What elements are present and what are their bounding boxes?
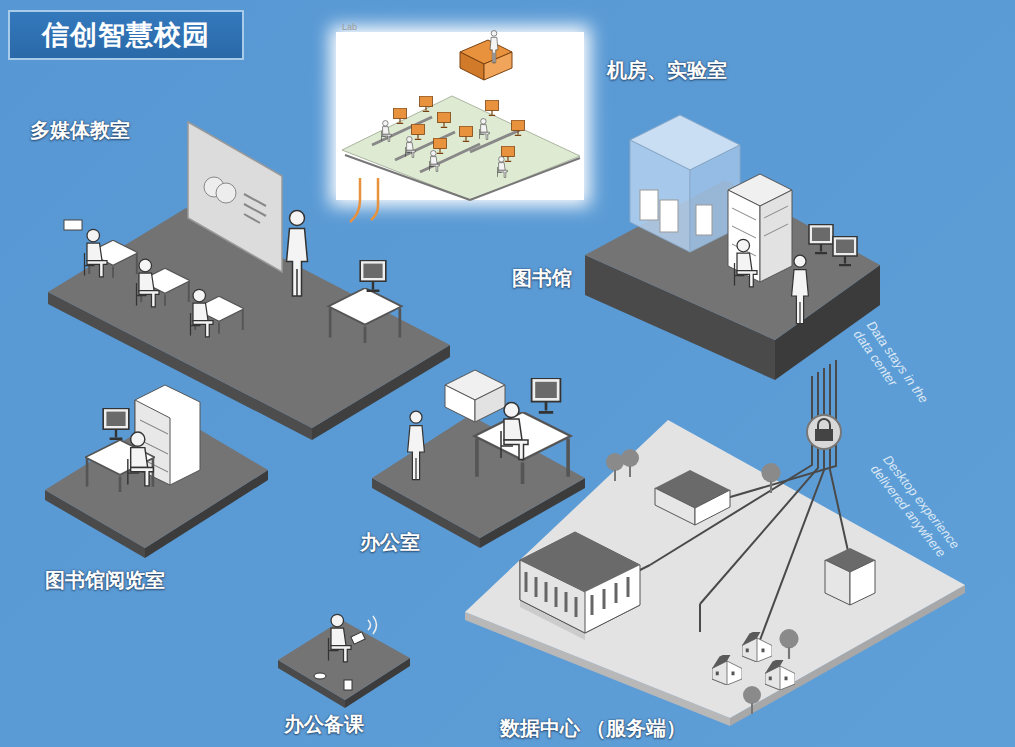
student (85, 229, 108, 277)
note-text: Data stays in the data center (850, 318, 940, 428)
monitor (360, 260, 386, 290)
area-label: 办公备课 (284, 712, 364, 736)
area-label: 多媒体教室 (30, 118, 130, 142)
student (191, 289, 214, 337)
area-label: 机房、实验室 (607, 58, 727, 82)
area-label: 图书馆阅览室 (45, 568, 165, 592)
lab-tag: Lab (342, 22, 357, 32)
desk (328, 288, 401, 343)
student (137, 259, 160, 307)
cable (371, 178, 378, 220)
office-platform (372, 370, 585, 548)
prep-platform (278, 614, 410, 708)
area-label: 图书馆 (512, 266, 572, 290)
title-box: 信创智慧校园 (8, 10, 244, 60)
teacher (287, 211, 308, 297)
lock-symbol (807, 415, 841, 449)
server-platform (585, 115, 880, 380)
lab-picture (330, 26, 590, 206)
area-label: 数据中心 （服务端） (500, 716, 686, 740)
title: 信创智慧校园 (42, 20, 210, 50)
area-label: 办公室 (360, 530, 420, 554)
cable (350, 178, 360, 222)
reading-room-platform (45, 385, 268, 558)
cables (650, 360, 850, 640)
